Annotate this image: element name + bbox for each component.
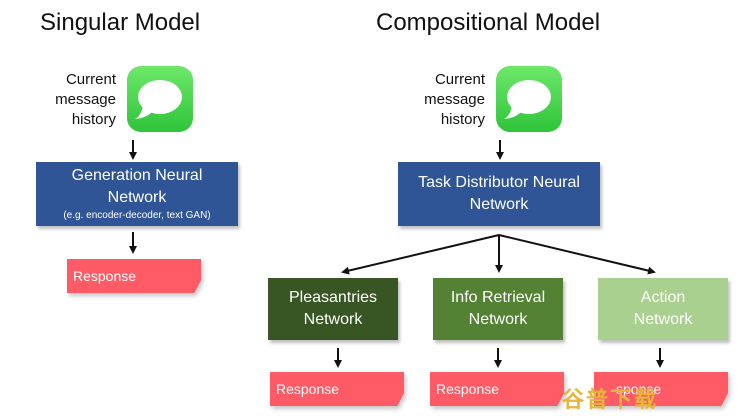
action-network-box: Action Network — [598, 278, 728, 340]
box-line: Network — [469, 196, 529, 213]
box-line: Info Retrieval — [450, 289, 546, 306]
box-line: Generation Neural — [71, 167, 203, 184]
label-line: history — [71, 111, 116, 128]
label-line: Current — [65, 71, 116, 88]
singular-response-box: Response — [67, 259, 201, 293]
singular-message-label: Current message history — [40, 70, 116, 130]
label-line: Current — [434, 71, 485, 88]
compositional-model-title: Compositional Model — [376, 9, 601, 36]
pleasantries-response-box: Response — [270, 372, 404, 406]
info-retrieval-network-box: Info Retrieval Network — [433, 278, 563, 340]
response-label: Response — [430, 372, 564, 406]
action-response-box: sponse — [594, 372, 728, 406]
arrow-distributor-to-pleasantries — [341, 234, 500, 275]
generation-neural-network-box: Generation Neural Network (e.g. encoder-… — [36, 162, 238, 226]
box-line: Pleasantries — [288, 289, 378, 306]
pleasantries-network-box: Pleasantries Network — [268, 278, 398, 340]
message-bubble-icon — [127, 66, 193, 132]
compositional-message-label: Current message history — [409, 70, 485, 130]
watermark-logo: 谷普下载 — [562, 382, 658, 414]
response-label: Response — [270, 372, 404, 406]
message-bubble-icon — [496, 66, 562, 132]
label-line: history — [440, 111, 485, 128]
box-line: Network — [303, 311, 363, 328]
response-label: sponse — [594, 372, 728, 406]
watermark-text: 谷普下载 — [562, 387, 659, 412]
box-line: Network — [633, 311, 693, 328]
label-line: message — [424, 91, 485, 108]
task-distributor-network-box: Task Distributor Neural Network — [398, 162, 600, 226]
box-line: Network — [468, 311, 528, 328]
box-note: (e.g. encoder-decoder, text GAN) — [63, 210, 211, 221]
box-line: Action — [640, 289, 686, 306]
info-retrieval-response-box: Response — [430, 372, 564, 406]
singular-model-title: Singular Model — [40, 9, 201, 36]
box-line: Task Distributor Neural — [418, 174, 580, 191]
box-line: Network — [107, 189, 167, 206]
label-line: message — [55, 91, 116, 108]
arrow-distributor-to-action — [498, 234, 656, 275]
response-label: Response — [67, 259, 201, 293]
